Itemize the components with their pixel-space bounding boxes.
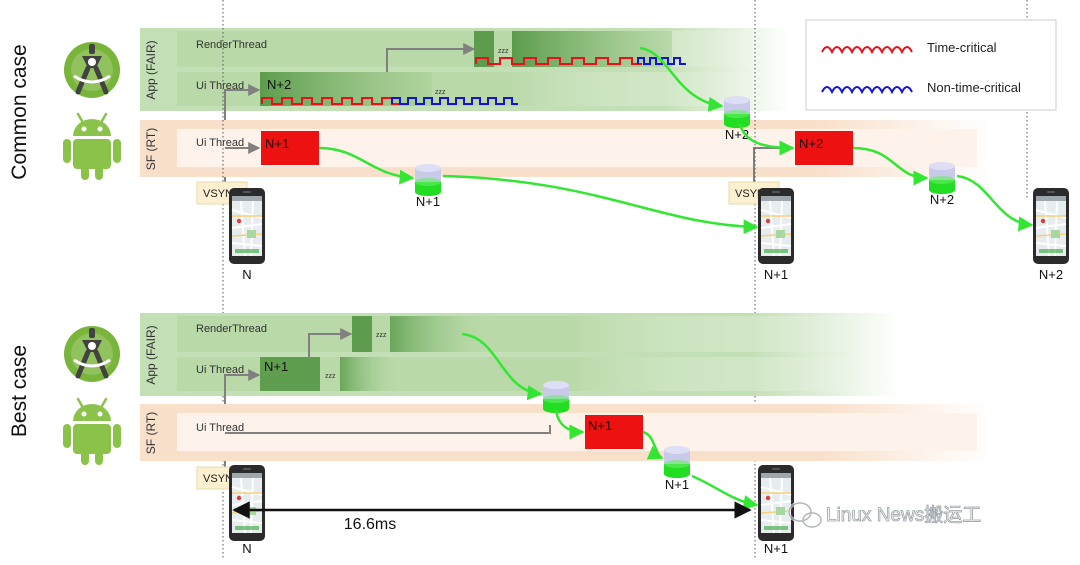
common-sf-frame-block-1 — [261, 131, 319, 165]
common-phone-label-3: N+2 — [1039, 267, 1063, 282]
best-buffer-label: N+1 — [665, 477, 689, 492]
best-duration-label: 16.6ms — [344, 516, 396, 533]
best-phone-2-icon — [757, 464, 795, 542]
best-ui-frame-block — [260, 357, 320, 391]
common-render-thread-label: RenderThread — [196, 39, 267, 51]
wechat-icon — [787, 501, 822, 528]
common-phone-label-2: N+1 — [764, 267, 788, 282]
common-case-title: Common case — [8, 44, 31, 179]
best-case-title: Best case — [8, 345, 31, 437]
best-sleep-label-2: zzz — [325, 373, 336, 380]
common-flow-sf2-to-buffer3 — [852, 146, 929, 186]
legend-non-critical-swatch — [821, 86, 913, 95]
common-sf-lane-label: SF (RT) — [144, 128, 158, 170]
best-vsync-to-sf-arrow — [225, 425, 551, 434]
best-sf-frame-block — [585, 415, 643, 449]
common-phone-1-icon — [228, 187, 266, 265]
common-phone-2-icon — [757, 187, 795, 265]
legend-time-critical-label: Time-critical — [927, 40, 997, 55]
common-sf-frame-label-1: N+1 — [265, 136, 289, 151]
common-time-critical-wave-render — [475, 57, 642, 65]
best-android-robot-icon — [61, 397, 123, 467]
common-buffer-label-3: N+2 — [930, 192, 954, 207]
common-sleep-label-1: zzz — [498, 48, 509, 55]
common-flow-buffer3-to-phone3 — [956, 174, 1034, 232]
common-non-critical-wave-ui — [391, 97, 518, 105]
best-sleep-label-1: zzz — [376, 332, 387, 339]
watermark-text: Linux News搬运工 — [826, 504, 981, 526]
common-non-critical-wave-render — [637, 57, 686, 65]
best-sf-frame-label: N+1 — [588, 418, 612, 433]
common-ui-to-render-arrow — [386, 43, 476, 72]
common-sf-ui-thread-label: Ui Thread — [196, 137, 244, 149]
best-buffer-icon — [543, 381, 569, 413]
common-flow-sf1-to-buffer1 — [318, 146, 415, 185]
best-render-thread-label: RenderThread — [196, 323, 267, 335]
common-app-lane-label: App (FAIR) — [144, 40, 158, 99]
best-ui-to-render-arrow — [308, 328, 353, 357]
best-ui-frame-fade — [340, 357, 400, 391]
common-flow-render-to-buffer2 — [639, 46, 724, 112]
best-flow-render-to-buffer — [461, 332, 543, 401]
common-buffer-3-icon — [929, 162, 955, 194]
android-studio-icon — [64, 42, 120, 98]
common-sf-frame-label-2: N+2 — [799, 136, 823, 151]
best-flow-buffer-to-phone — [691, 474, 759, 510]
common-app-frame-label: N+2 — [267, 77, 291, 92]
common-phone-label-1: N — [242, 267, 251, 282]
best-app-lane-label: App (FAIR) — [144, 325, 158, 384]
best-phone-label-2: N+1 — [764, 541, 788, 556]
best-render-thread-row — [177, 316, 887, 352]
best-render-block-2 — [390, 316, 490, 352]
best-flow-buffer-to-sf — [554, 409, 585, 440]
legend-box — [805, 19, 1057, 111]
best-phone-1-icon — [228, 464, 266, 542]
best-phone-label-1: N — [242, 541, 251, 556]
common-flow-buffer2-to-sf2 — [738, 123, 795, 156]
best-render-block-1 — [352, 316, 372, 352]
best-android-studio-icon — [64, 326, 120, 382]
best-buffer-2-icon — [664, 446, 690, 478]
common-phone-3-icon — [1032, 187, 1070, 265]
best-sf-ui-thread-label: Ui Thread — [196, 422, 244, 434]
common-ui-frame-block — [260, 72, 432, 106]
best-flow-sf-to-buffer — [642, 430, 664, 460]
common-time-critical-wave-ui — [261, 97, 402, 105]
common-flow-buffer1-to-phone2 — [442, 174, 759, 235]
common-buffer-label-1: N+1 — [416, 194, 440, 209]
common-sleep-label-2: zzz — [435, 89, 446, 96]
android-robot-icon — [61, 112, 123, 182]
common-buffer-1-icon — [415, 164, 441, 196]
best-app-frame-label: N+1 — [264, 359, 288, 374]
legend-time-critical-swatch — [821, 46, 913, 55]
common-buffer-2-icon — [724, 96, 750, 128]
legend-non-critical-label: Non-time-critical — [927, 80, 1021, 95]
common-sf-frame-block-2 — [795, 131, 853, 165]
best-sf-lane-label: SF (RT) — [144, 412, 158, 454]
best-app-ui-thread-label: Ui Thread — [196, 364, 244, 376]
